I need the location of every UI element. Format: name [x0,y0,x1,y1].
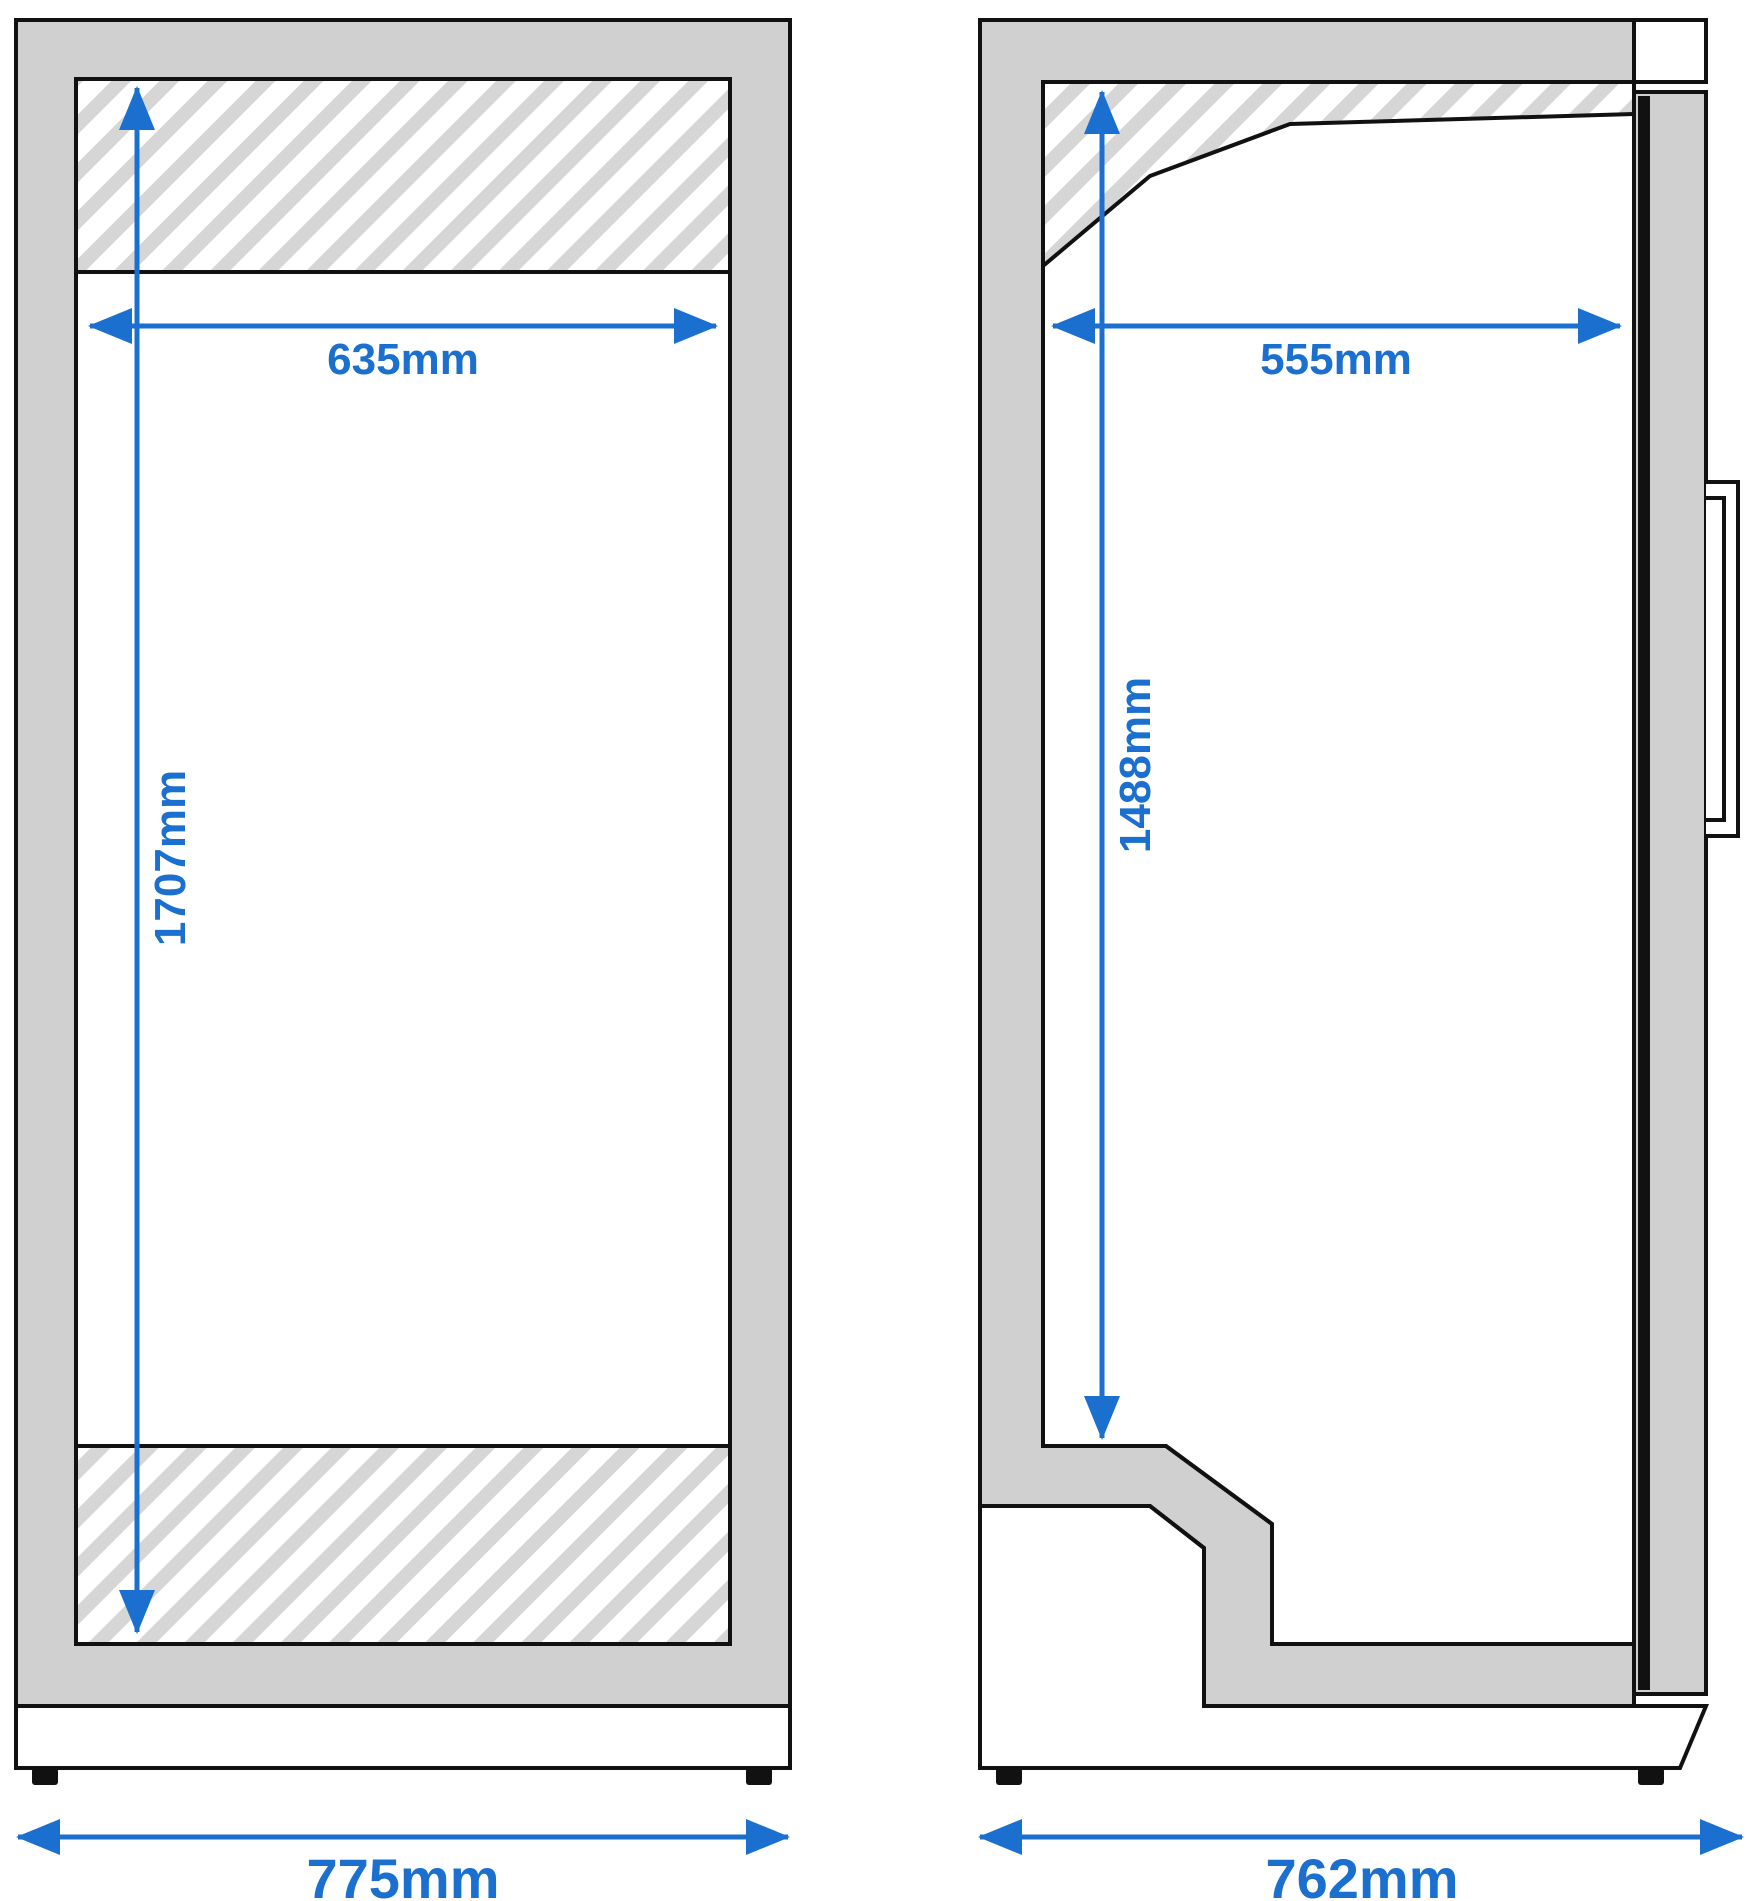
side-view: 555mm 1488mm 762mm [978,18,1744,1901]
side-door-seal [1638,96,1650,1690]
front-interior-width-label: 635mm [327,335,479,384]
front-bottom-hatched-zone [78,1448,728,1642]
side-interior [1041,80,1636,1646]
front-interior-height-label: 1707mm [146,770,195,946]
side-top-hatched-zone [1045,84,1632,266]
side-foot-left [996,1768,1022,1785]
front-view: 635mm 1707mm 775mm [14,18,792,1901]
side-overall-depth-label: 762mm [1265,1847,1458,1901]
side-foot-right [1638,1768,1664,1785]
front-foot-right [746,1768,772,1785]
front-foot-left [32,1768,58,1785]
front-base-plinth [14,1704,792,1770]
side-top-cap [1632,18,1708,84]
front-top-hatched-zone [78,81,728,271]
side-interior-depth-label: 555mm [1260,335,1412,384]
side-door-handle [1706,480,1740,838]
side-interior-height-label: 1488mm [1111,677,1160,853]
front-overall-width-label: 775mm [306,1847,499,1901]
